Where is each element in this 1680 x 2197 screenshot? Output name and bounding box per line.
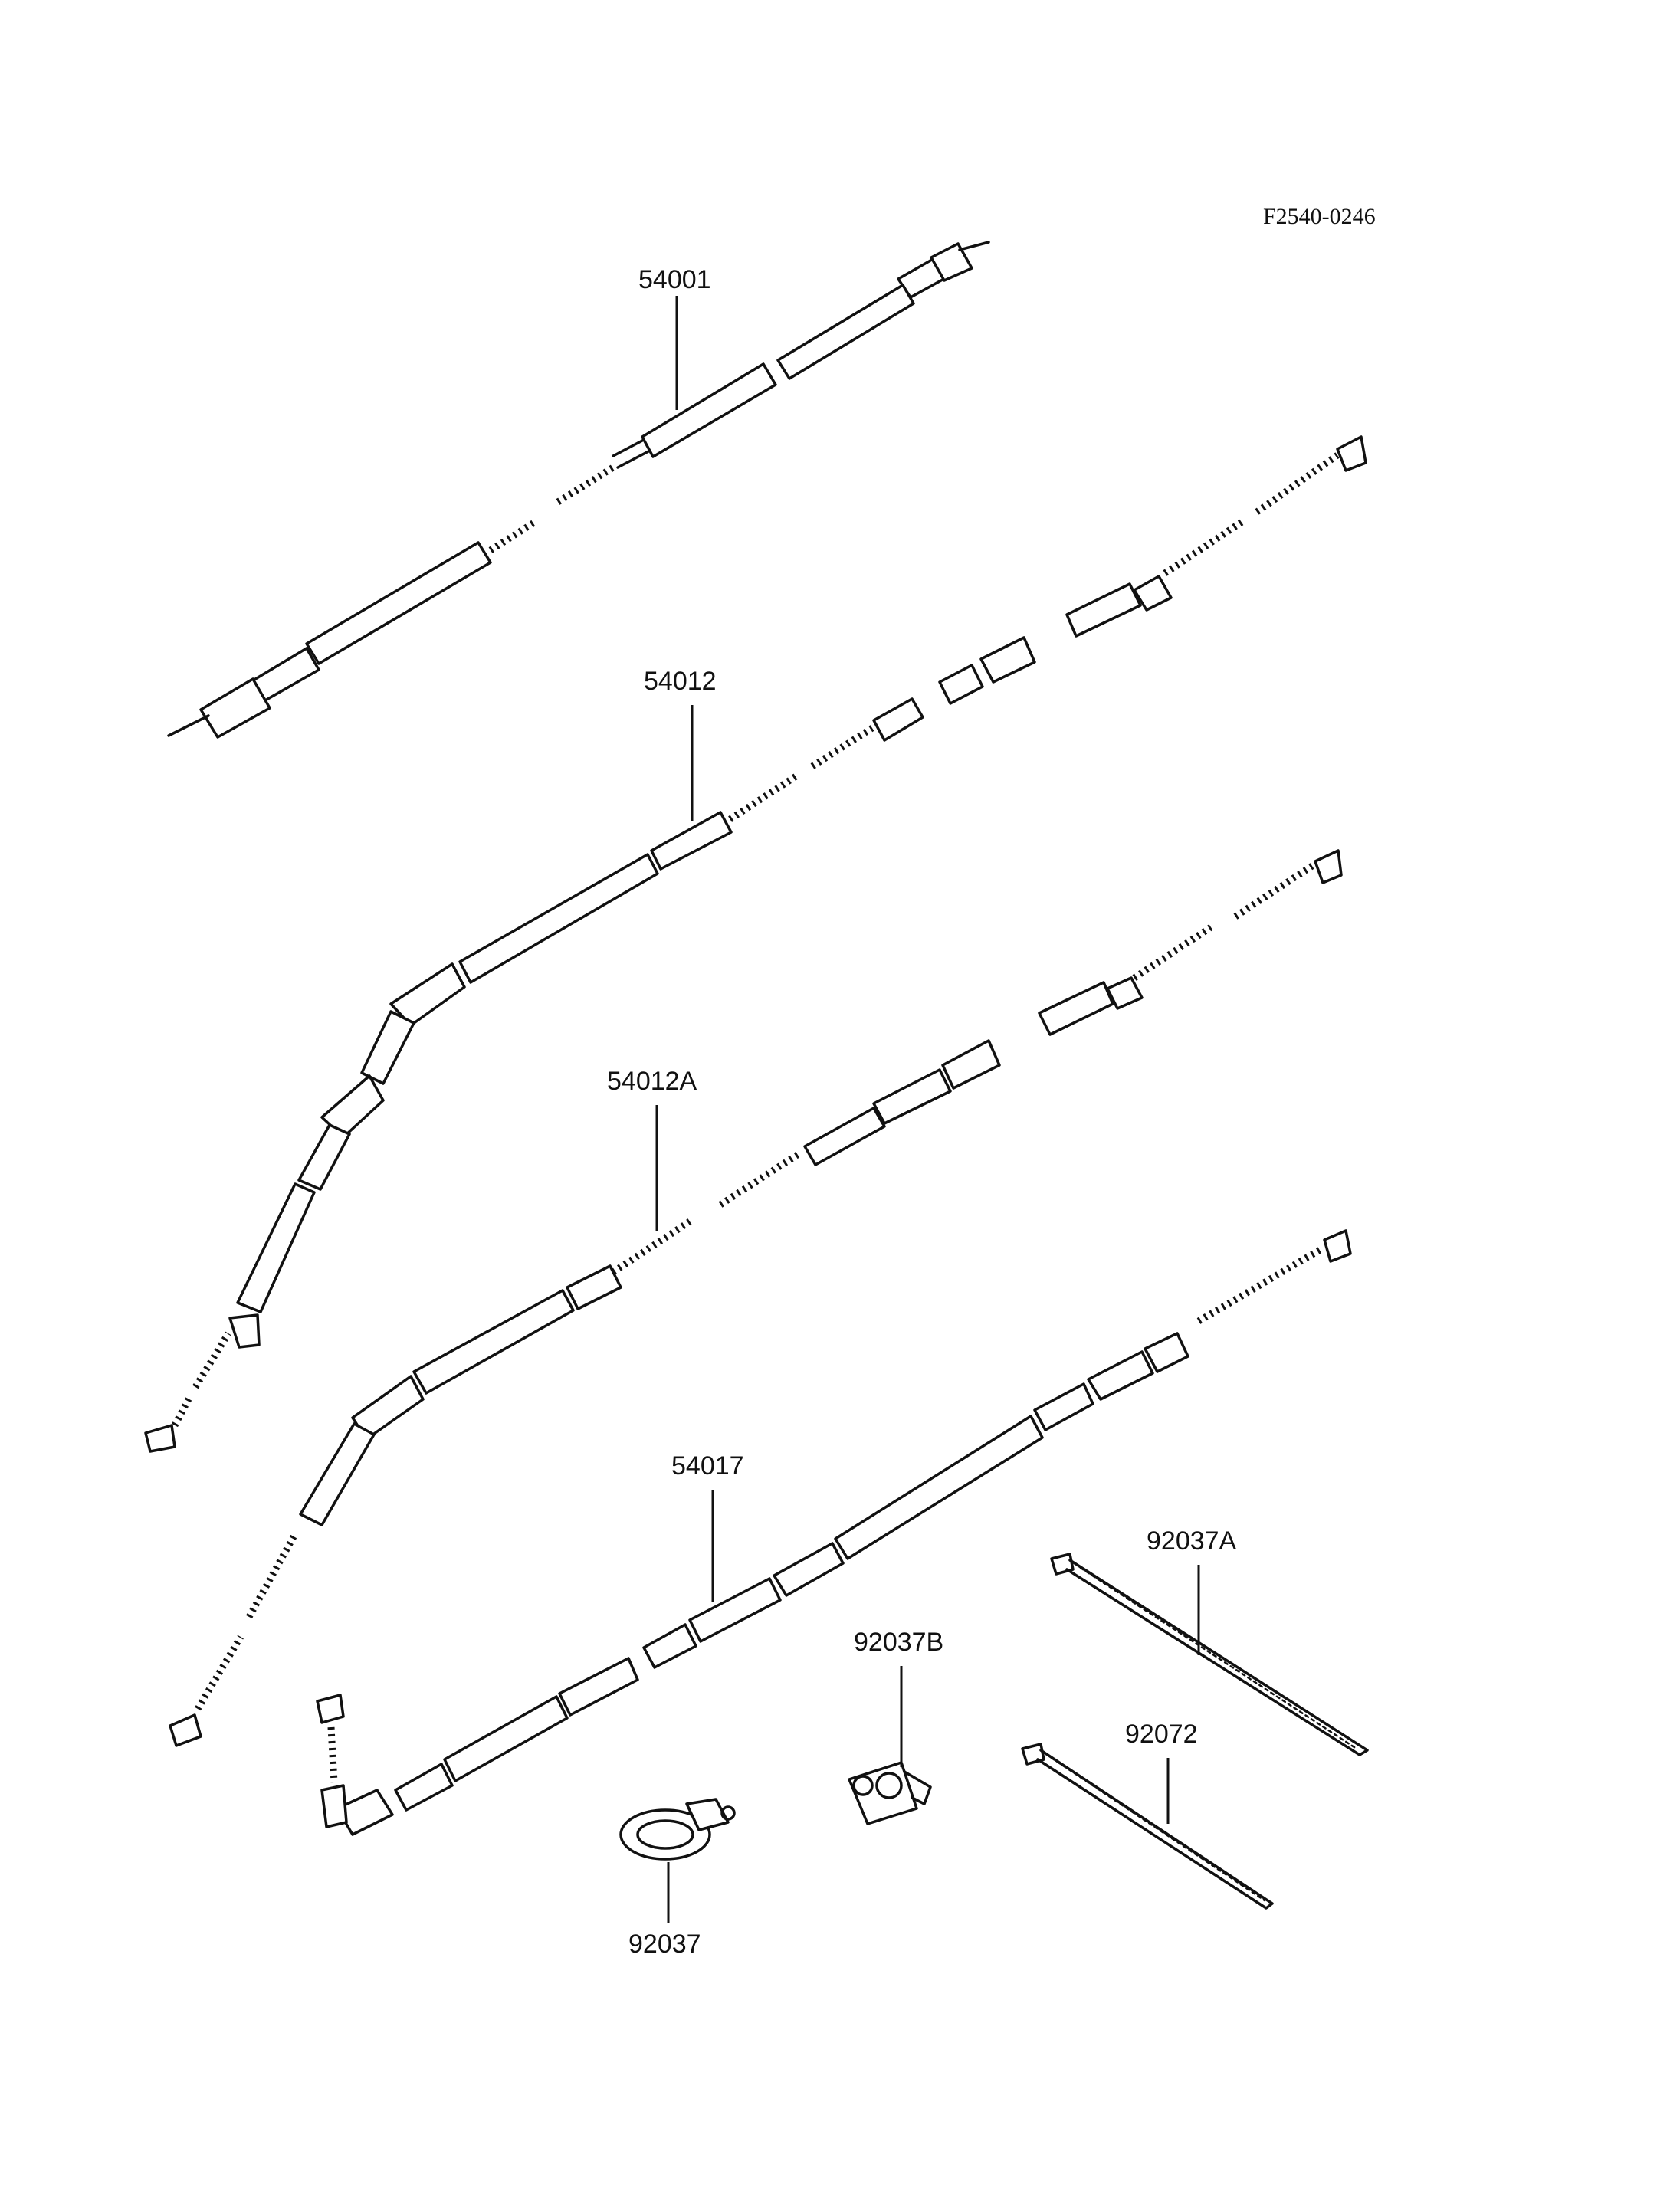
part-label-54012A: 54012A — [607, 1067, 697, 1096]
cable-54012[interactable] — [144, 435, 1367, 1453]
part-label-92037: 92037 — [628, 1930, 701, 1959]
strap-clamp-92037[interactable] — [619, 1798, 736, 1861]
part-label-92037B: 92037B — [854, 1628, 943, 1657]
cable-54012A[interactable] — [169, 849, 1343, 1747]
figure-code: F2540-0246 — [1263, 204, 1376, 229]
clamp-92037B[interactable] — [848, 1761, 932, 1825]
part-label-92037A: 92037A — [1147, 1526, 1237, 1556]
part-label-54017: 54017 — [671, 1451, 744, 1481]
part-label-92072: 92072 — [1125, 1720, 1198, 1749]
part-label-54001: 54001 — [638, 265, 711, 294]
cable-54017[interactable] — [316, 1229, 1352, 1836]
part-label-54012: 54012 — [644, 667, 717, 696]
cable-tie-92072[interactable] — [1021, 1743, 1274, 1910]
speedometer-cable-54001[interactable] — [167, 241, 990, 739]
cable-tie-92037A[interactable] — [1050, 1553, 1369, 1756]
